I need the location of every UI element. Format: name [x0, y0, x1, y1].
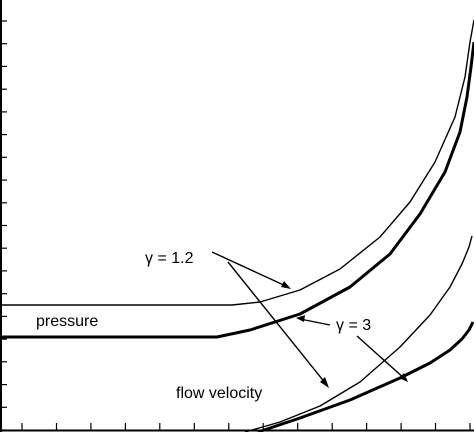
- series-line-3: [244, 235, 473, 432]
- arrowhead: [296, 315, 305, 322]
- annotation-flow-velocity: flow velocity: [176, 385, 262, 402]
- gamma-1.2-arrow-to-flow-velocity: [227, 261, 327, 385]
- annotation-pressure: pressure: [36, 313, 98, 330]
- arrowhead: [281, 281, 291, 289]
- left-axis-ticks: [0, 20, 7, 431]
- annotation-gamma-1.2: γ = 1.2: [145, 250, 194, 267]
- gamma-3-arrow-to-pressure: [299, 318, 331, 326]
- annotations: γ = 1.2 γ = 3 pressure flow velocity: [36, 250, 408, 402]
- arrowhead: [399, 373, 408, 382]
- gamma-3-arrow-to-flow-velocity: [356, 335, 406, 380]
- gamma-1.2-arrow-to-pressure: [211, 251, 289, 288]
- series-line-1: [0, 19, 474, 306]
- annotation-gamma-3: γ = 3: [336, 317, 371, 334]
- series-line-4: [257, 321, 474, 432]
- arrowhead: [320, 377, 329, 388]
- series-layer: [0, 19, 474, 432]
- series-line-2: [0, 41, 474, 339]
